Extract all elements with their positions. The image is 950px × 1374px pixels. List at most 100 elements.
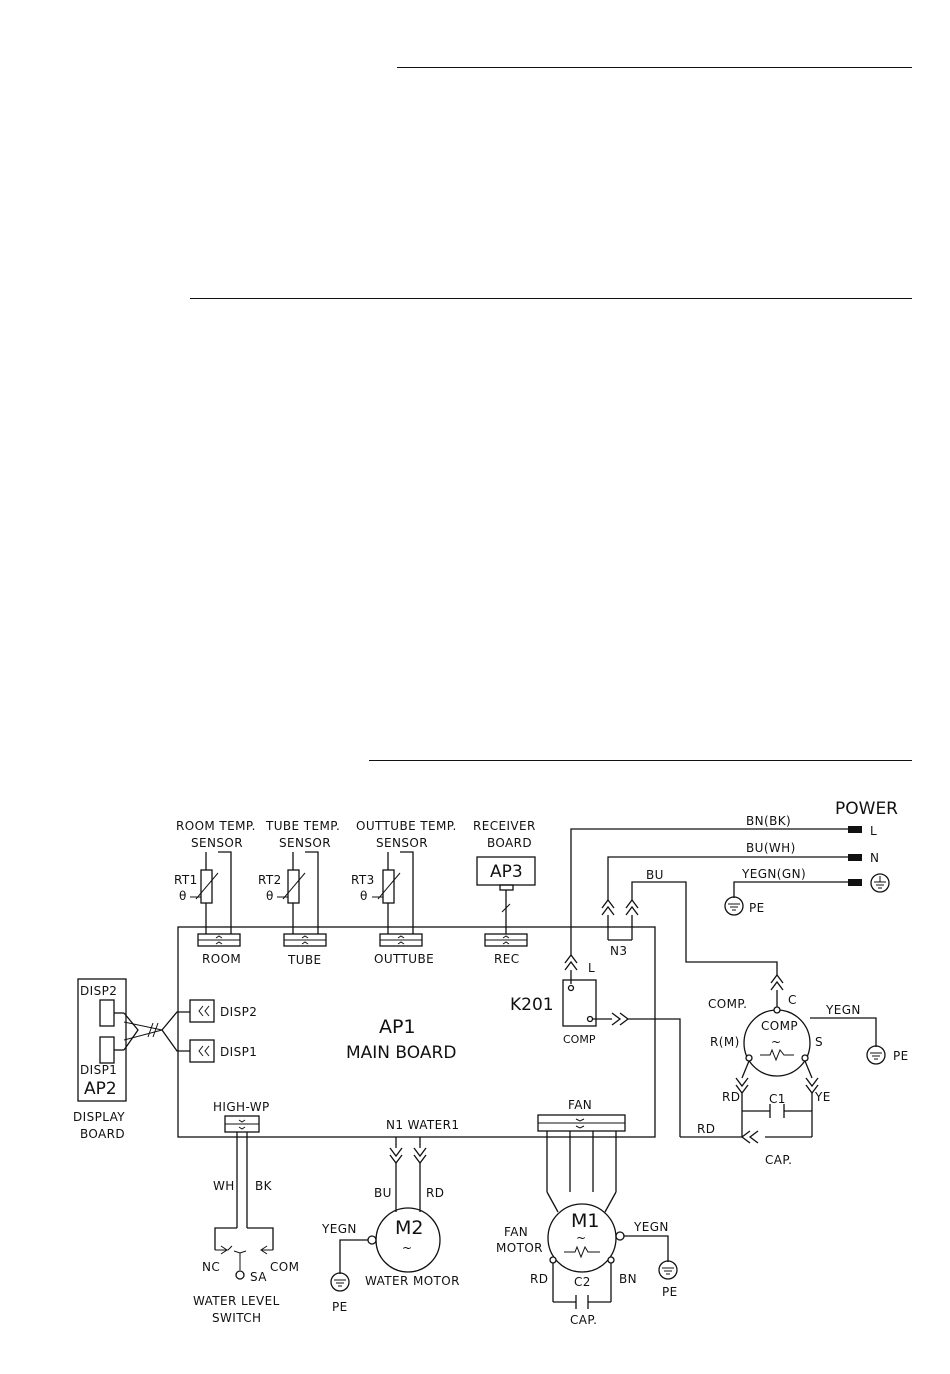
wh-label: WH: [213, 1179, 235, 1193]
n3-label: N3: [610, 944, 627, 958]
c1-capacitor: [680, 1077, 819, 1144]
room-temp-label: ROOM TEMP.: [176, 819, 256, 833]
display-board-ap2: [77, 978, 127, 1102]
yegn-gn-label: YEGN(GN): [741, 867, 806, 881]
fan-yegn-label: YEGN: [633, 1220, 669, 1234]
tube-sensor-label: SENSOR: [279, 836, 331, 850]
comp-yegn-label: YEGN: [825, 1003, 861, 1017]
display-board-label: BOARD: [80, 1127, 125, 1141]
com-label: COM: [270, 1260, 299, 1274]
water-level-switch-icon: [214, 1227, 274, 1280]
water-bu-label: BU: [374, 1186, 392, 1200]
wire-yegn-gn: [733, 881, 848, 898]
m2-tilde: ~: [402, 1241, 412, 1255]
k201-comp-label: COMP: [563, 1033, 596, 1046]
rec-connector-label: REC: [494, 952, 520, 966]
comp-dot-label: COMP.: [708, 997, 747, 1011]
power-earth-icon: [870, 873, 890, 893]
comp-center-label: COMP: [761, 1019, 798, 1033]
fan-bn-label: BN: [619, 1272, 637, 1286]
connector-rec: [484, 933, 528, 947]
power-terminal-l: [848, 826, 862, 833]
ap1-label: AP1: [379, 1016, 416, 1038]
water-motor-connector: [389, 1137, 427, 1212]
comp-tilde: ~: [771, 1035, 781, 1049]
pe-ground-icon-power: [724, 896, 744, 916]
outtube-temp-label: OUTTUBE TEMP.: [356, 819, 457, 833]
rt3-theta: θ: [360, 889, 368, 903]
power-label: POWER: [835, 799, 898, 819]
outtube-sensor-label: SENSOR: [376, 836, 428, 850]
bk-label: BK: [255, 1179, 273, 1193]
wire-bn-bk: [570, 828, 848, 955]
m1-label: M1: [571, 1210, 599, 1232]
c2-label: C2: [574, 1275, 591, 1289]
receiver-label: RECEIVER: [473, 819, 536, 833]
fan-motor-label-2: MOTOR: [496, 1241, 543, 1255]
ap2-disp2-label: DISP2: [80, 984, 117, 998]
disp2-connector-label: DISP2: [220, 1005, 257, 1019]
connector-high-wp: [224, 1115, 260, 1133]
c1-cap-label: CAP.: [765, 1153, 792, 1167]
k201-l-label: L: [588, 961, 595, 975]
comp-r-label: R(M): [710, 1035, 740, 1049]
connector-fan: [537, 1114, 626, 1132]
power-l-label: L: [870, 824, 877, 838]
k201-label: K201: [510, 995, 554, 1015]
c1-rd-label: RD: [722, 1090, 740, 1104]
wire-bu-wh: [607, 856, 848, 900]
ap3-label: AP3: [490, 862, 523, 882]
pe-ground-icon-comp: [866, 1045, 886, 1065]
connector-tube: [283, 933, 327, 947]
water-rd-label: RD: [426, 1186, 444, 1200]
connector-n3: [601, 898, 639, 941]
power-terminal-e: [848, 879, 862, 886]
m1-tilde: ~: [576, 1231, 586, 1245]
thermistor-rt1: [190, 851, 232, 934]
n1-water1-label: N1 WATER1: [386, 1118, 459, 1132]
rt2-theta: θ: [266, 889, 274, 903]
bu-label: BU: [646, 868, 664, 882]
display-label: DISPLAY: [73, 1110, 125, 1124]
display-cable: [114, 1011, 190, 1052]
main-board-outline: [177, 926, 656, 1138]
bn-bk-label: BN(BK): [746, 814, 791, 828]
receiver-board-label: BOARD: [487, 836, 532, 850]
tube-connector-label: TUBE: [287, 953, 322, 967]
water-yegn-label: YEGN: [321, 1222, 357, 1236]
k201-rd-label: RD: [697, 1122, 715, 1136]
c2-cap-label: CAP.: [570, 1313, 597, 1327]
m2-label: M2: [395, 1217, 423, 1239]
water-motor-label: WATER MOTOR: [365, 1274, 460, 1288]
section-rule-3: [369, 760, 912, 761]
rt2-label: RT2: [258, 873, 282, 887]
pe-label-water: PE: [332, 1300, 348, 1314]
power-terminal-n: [848, 854, 862, 861]
nc-label: NC: [202, 1260, 220, 1274]
room-sensor-label: SENSOR: [191, 836, 243, 850]
fan-motor-wires: [546, 1131, 617, 1213]
rt1-theta: θ: [179, 889, 187, 903]
fan-motor-label-1: FAN: [504, 1225, 528, 1239]
pe-label-power: PE: [749, 901, 765, 915]
connector-disp2: [189, 999, 215, 1023]
power-n-label: N: [870, 851, 879, 865]
pe-ground-icon-water: [330, 1272, 350, 1292]
room-connector-label: ROOM: [202, 952, 241, 966]
fan-connector-label: FAN: [568, 1098, 592, 1112]
pe-label-fan: PE: [662, 1285, 678, 1299]
tube-temp-label: TUBE TEMP.: [265, 819, 340, 833]
sa-label: SA: [250, 1270, 267, 1284]
relay-k201: [562, 953, 681, 1137]
water-level-label: WATER LEVEL: [193, 1294, 280, 1308]
pe-ground-icon-fan: [658, 1260, 678, 1280]
thermistor-rt3: [372, 851, 414, 934]
thermistor-rt2: [277, 851, 319, 934]
main-board-label: MAIN BOARD: [346, 1043, 456, 1063]
ap2-label: AP2: [84, 1079, 117, 1099]
section-rule-1: [397, 67, 912, 68]
high-wp-label: HIGH-WP: [213, 1100, 270, 1114]
section-rule-2: [190, 298, 912, 299]
connector-room: [197, 933, 241, 947]
